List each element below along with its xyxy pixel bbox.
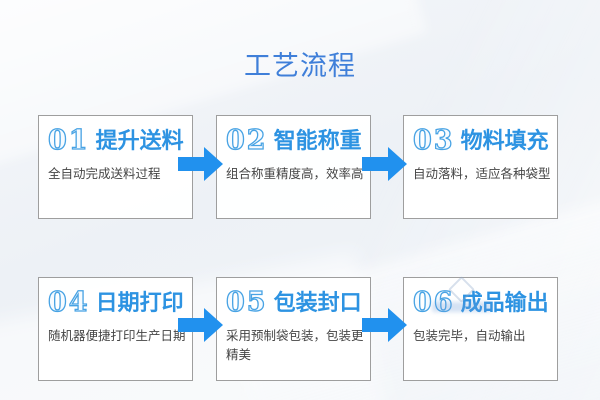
- step-number: 01: [47, 125, 90, 156]
- step-card-1: 01 提升送料 全自动完成送料过程: [38, 115, 193, 219]
- step-number: 03: [412, 125, 455, 156]
- step-description: 自动落料，适应各种袋型: [413, 167, 551, 181]
- step-description: 全自动完成送料过程: [48, 167, 161, 181]
- step-description: 包装完毕，自动输出: [413, 329, 526, 343]
- step-description: 随机器便捷打印生产日期: [48, 329, 186, 343]
- step-title: 包装封口: [273, 289, 362, 315]
- step-heading: 04 日期打印: [47, 287, 188, 318]
- step-number: 05: [225, 287, 268, 318]
- step-number: 02: [225, 125, 268, 156]
- step-card-6: 06 成品输出 包装完毕，自动输出: [403, 277, 558, 381]
- page-title: 工艺流程: [244, 51, 356, 81]
- step-description: 采用预制袋包装，包装更精美: [226, 329, 364, 362]
- step-card-5: 05 包装封口 采用预制袋包装，包装更精美: [216, 277, 371, 381]
- arrow-right-icon: [178, 147, 223, 181]
- step-card-2: 02 智能称重 组合称重精度高，效率高: [216, 115, 371, 219]
- step-number: 06: [412, 287, 455, 318]
- step-title: 智能称重: [273, 127, 362, 153]
- step-heading: 02 智能称重: [225, 125, 366, 156]
- step-heading: 01 提升送料: [47, 125, 188, 156]
- step-heading: 05 包装封口: [225, 287, 366, 318]
- arrow-right-icon: [178, 308, 223, 342]
- step-title: 物料填充: [460, 127, 549, 153]
- arrow-right-icon: [362, 308, 407, 342]
- step-number: 04: [47, 287, 90, 318]
- step-card-3: 03 物料填充 自动落料，适应各种袋型: [403, 115, 558, 219]
- step-title: 成品输出: [460, 289, 549, 315]
- step-description: 组合称重精度高，效率高: [226, 167, 364, 181]
- step-heading: 03 物料填充: [412, 125, 553, 156]
- step-card-4: 04 日期打印 随机器便捷打印生产日期: [38, 277, 193, 381]
- step-title: 提升送料: [95, 127, 184, 153]
- arrow-right-icon: [362, 147, 407, 181]
- step-heading: 06 成品输出: [412, 287, 553, 318]
- step-title: 日期打印: [95, 289, 184, 315]
